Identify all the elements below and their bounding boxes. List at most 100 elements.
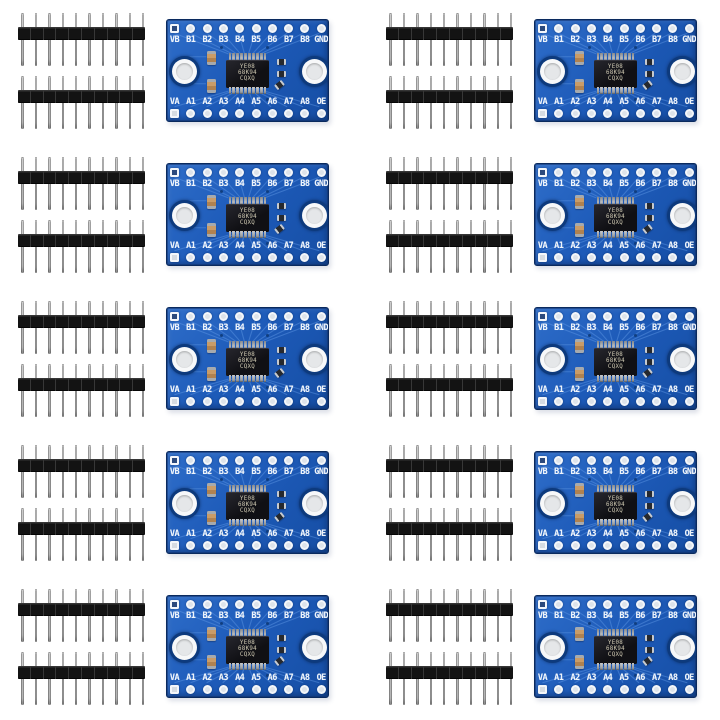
ic-pin xyxy=(604,663,607,670)
header-pin xyxy=(483,446,486,460)
pcb-via xyxy=(220,674,223,677)
header-pin xyxy=(61,103,65,129)
pcb-via xyxy=(634,622,637,625)
pcb-trace xyxy=(632,378,688,396)
pin-label: B7 xyxy=(283,34,294,45)
signal-pad xyxy=(251,109,261,118)
header-plastic-segment xyxy=(55,459,69,472)
pcb-trace xyxy=(606,522,614,539)
ic-pins-top xyxy=(227,629,268,636)
ic-pin xyxy=(244,53,247,60)
header-pin xyxy=(74,653,78,667)
smd-resistor xyxy=(644,502,654,509)
header-plastic-segment xyxy=(42,666,56,679)
header-plastic-segment xyxy=(397,171,411,184)
pcb-trace xyxy=(590,32,609,55)
pin-label: B5 xyxy=(619,322,629,333)
header-plastic-segment xyxy=(500,603,513,616)
ic-pin xyxy=(604,519,607,526)
pin-label: A2 xyxy=(202,97,212,107)
header-pin xyxy=(389,391,392,417)
pcb-trace xyxy=(606,90,614,107)
pcb-trace xyxy=(238,465,246,486)
ic-pin xyxy=(252,375,255,382)
pin-label: VB xyxy=(537,610,548,621)
smd-resistor xyxy=(644,635,654,641)
header-pin xyxy=(61,77,65,91)
ic-pin xyxy=(244,629,247,636)
ic-pin xyxy=(608,53,611,60)
signal-pad xyxy=(586,541,596,550)
header-pin xyxy=(88,221,91,235)
signal-pad xyxy=(570,312,580,321)
power-pad xyxy=(170,109,179,118)
pin-label: B1 xyxy=(554,610,564,621)
signal-pad xyxy=(619,397,629,406)
pcb-trace xyxy=(606,465,614,486)
ic-pin xyxy=(236,341,239,348)
pin-label: GND xyxy=(314,466,329,477)
pin-label: A1 xyxy=(186,529,196,539)
header-pin xyxy=(429,653,433,667)
pin-label: A5 xyxy=(251,241,261,251)
header-pin xyxy=(456,590,459,604)
header-plastic-segment xyxy=(42,603,56,616)
pcb-trace xyxy=(190,608,233,631)
header-pin xyxy=(141,302,145,316)
header-plastic-bar xyxy=(18,171,145,184)
pin-label: A8 xyxy=(300,241,310,251)
header-pin xyxy=(496,302,500,316)
pad-row-bottom xyxy=(167,253,328,262)
header-plastic-segment xyxy=(487,234,501,247)
pin-label: GND xyxy=(314,610,329,621)
pin-label: OE xyxy=(684,385,695,395)
ic-pin xyxy=(260,53,263,60)
ic-pins-top xyxy=(227,197,268,204)
pcb-trace xyxy=(252,234,272,252)
ic-body: YE08 68K94 CQXQ xyxy=(594,491,637,520)
pin-label: VA xyxy=(537,529,548,539)
header-pin xyxy=(509,616,513,642)
signal-pad xyxy=(652,253,662,262)
header-pin xyxy=(469,103,473,129)
header-pin xyxy=(416,40,419,66)
header-pin xyxy=(141,653,145,667)
pin-label: A6 xyxy=(267,673,278,683)
ic-pin xyxy=(260,231,263,238)
pin-label: A3 xyxy=(586,385,597,395)
pcb-trace xyxy=(252,90,272,108)
header-plastic-segment xyxy=(487,171,501,184)
header-pin xyxy=(21,184,24,210)
header-pin xyxy=(469,472,473,498)
pcb-trace xyxy=(542,464,597,487)
signal-pad xyxy=(202,109,212,118)
header-pin xyxy=(389,158,392,172)
ic-pin xyxy=(616,485,619,492)
ic-pin xyxy=(240,663,243,670)
pin-header-strip xyxy=(18,364,145,417)
header-plastic-segment xyxy=(42,315,56,328)
pin-label: A1 xyxy=(186,385,196,395)
pin-label: VB xyxy=(169,34,180,45)
header-pin xyxy=(483,535,486,561)
header-pin xyxy=(469,616,473,642)
header-pin xyxy=(128,679,132,705)
header-plastic-segment xyxy=(68,315,81,328)
ic-pin xyxy=(252,341,255,348)
ic-pin xyxy=(244,341,247,348)
ic-pin xyxy=(232,375,235,382)
header-pin xyxy=(483,509,486,523)
pin-label: B7 xyxy=(651,466,662,477)
pcb-trace xyxy=(238,609,246,630)
pin-label: A8 xyxy=(300,673,310,683)
header-pin xyxy=(509,40,513,66)
pin-header-strip xyxy=(18,445,145,498)
header-pin xyxy=(456,446,459,460)
pin-label: B3 xyxy=(218,466,229,477)
pcb-trace xyxy=(606,609,614,630)
ic-marking-line: CQXQ xyxy=(239,508,256,515)
header-pin xyxy=(88,103,91,129)
ic-pin xyxy=(228,341,231,348)
header-plastic-segment xyxy=(119,603,133,616)
header-pin xyxy=(141,616,145,642)
